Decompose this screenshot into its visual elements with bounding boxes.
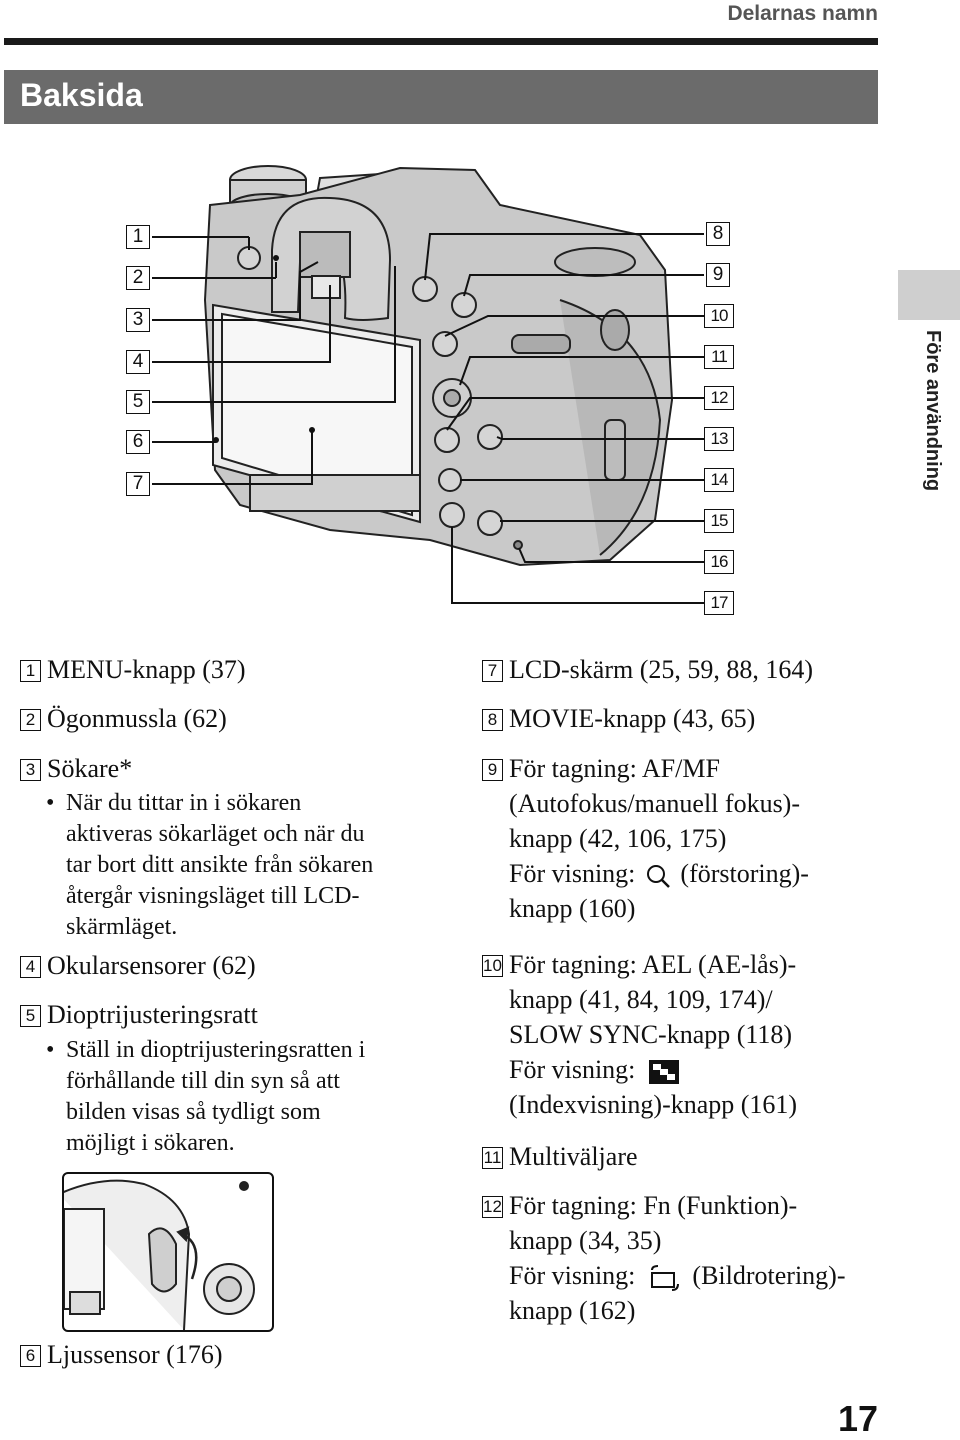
item-number-6: 6 [20, 1345, 41, 1367]
diopter-dial-illustration [62, 1172, 274, 1332]
callout-2: 2 [126, 266, 150, 290]
header-rule [4, 38, 878, 45]
callout-13: 13 [704, 427, 734, 451]
callout-11: 11 [704, 345, 734, 369]
item-menu-button: MENU-knapp (37) [47, 655, 246, 684]
callout-12: 12 [704, 386, 734, 410]
item-multi-selector: Multiväljare [509, 1142, 638, 1171]
item-ael-button: För tagning: AEL (AE-lås)- knapp (41, 84… [509, 950, 798, 1119]
item-light-sensor: Ljussensor (176) [47, 1340, 223, 1369]
item-number-10: 10 [482, 955, 503, 977]
section-title: Baksida [20, 77, 143, 113]
viewfinder-note: • När du tittar in i sökaren aktiveras s… [46, 790, 374, 940]
diopter-note: • Ställ in dioptrijusteringsratten i för… [46, 1037, 366, 1156]
item-eyepiece-sensors: Okularsensorer (62) [47, 951, 256, 980]
callout-5: 5 [126, 390, 150, 414]
page-number: 17 [837, 1398, 878, 1439]
item-af-mf-button: För tagning: AF/MF (Autofokus/manuell fo… [509, 754, 809, 923]
item-movie-button: MOVIE-knapp (43, 65) [509, 704, 756, 733]
running-header: Delarnas namn [727, 2, 878, 25]
item-fn-button: För tagning: Fn (Funktion)- knapp (34, 3… [509, 1191, 846, 1325]
callout-9: 9 [706, 263, 730, 287]
callout-8: 8 [706, 222, 730, 246]
callout-15: 15 [704, 509, 734, 533]
callout-6: 6 [126, 430, 150, 454]
side-tab [898, 270, 960, 320]
callout-3: 3 [126, 308, 150, 332]
item-number-5: 5 [20, 1005, 41, 1027]
magnifier-icon [646, 865, 670, 888]
item-number-11: 11 [482, 1147, 503, 1169]
callout-14: 14 [704, 468, 734, 492]
item-viewfinder: Sökare* [47, 754, 133, 783]
callout-7: 7 [126, 472, 150, 496]
callout-16: 16 [704, 550, 734, 574]
item-number-9: 9 [482, 759, 503, 781]
item-eyecup: Ögonmussla (62) [47, 704, 227, 733]
callout-10: 10 [704, 304, 734, 328]
item-number-7: 7 [482, 660, 503, 682]
item-number-8: 8 [482, 709, 503, 731]
item-number-2: 2 [20, 709, 41, 731]
index-grid-icon [648, 1060, 679, 1085]
rotate-icon [650, 1265, 679, 1292]
item-number-3: 3 [20, 759, 41, 781]
callout-4: 4 [126, 350, 150, 374]
callout-17: 17 [704, 591, 734, 615]
item-diopter-dial: Dioptrijusteringsratt [47, 1000, 258, 1029]
callout-1: 1 [126, 225, 150, 249]
camera-back-illustration [152, 165, 704, 604]
item-lcd-screen: LCD-skärm (25, 59, 88, 164) [509, 655, 814, 684]
item-number-1: 1 [20, 660, 41, 682]
item-number-12: 12 [482, 1196, 503, 1218]
section-title-bar: Baksida [4, 70, 878, 124]
item-number-4: 4 [20, 956, 41, 978]
